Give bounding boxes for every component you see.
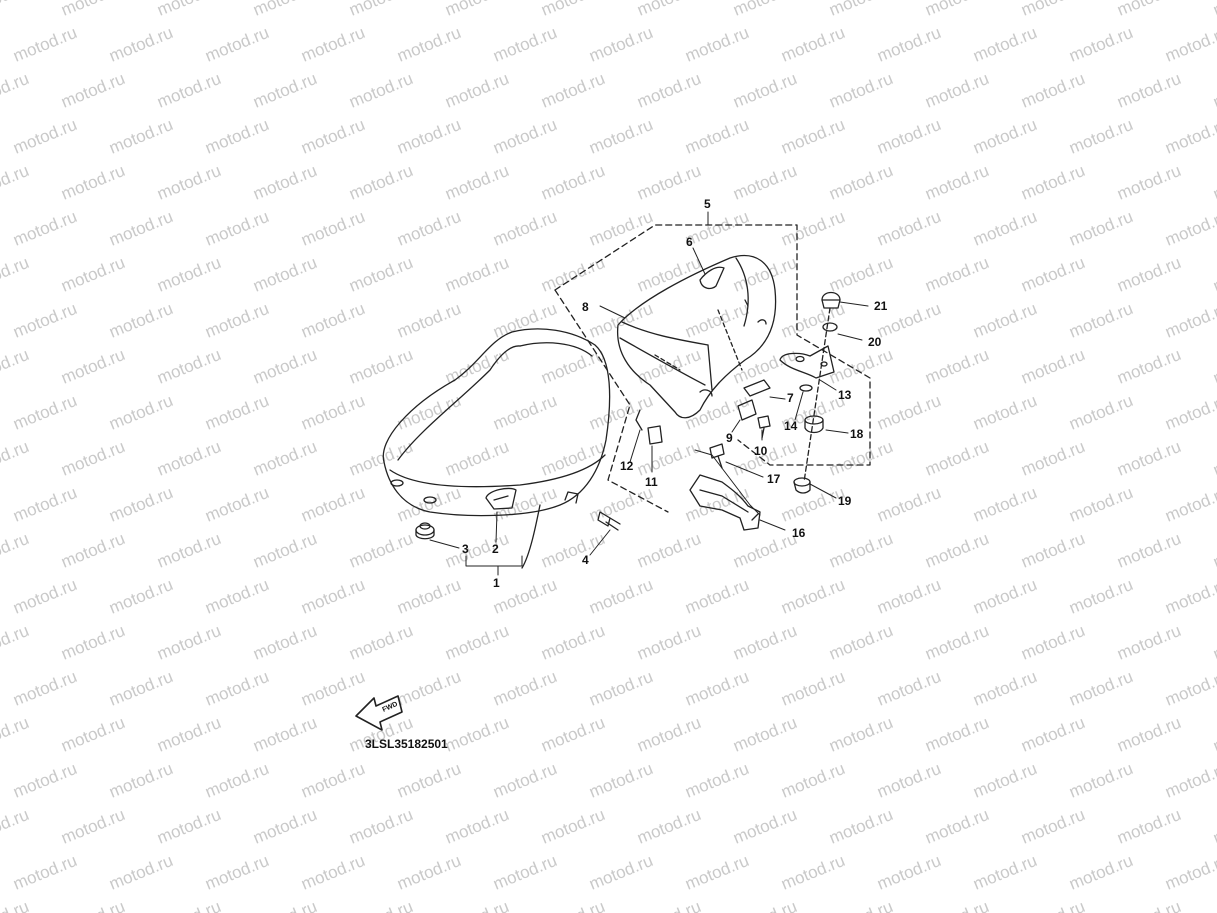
- callout-7: 7: [787, 391, 794, 405]
- bolt-17: [709, 443, 725, 469]
- seat-damper: [415, 522, 435, 540]
- callout-9: 9: [726, 431, 733, 445]
- callout-17: 17: [767, 472, 781, 486]
- rider-seat: [382, 328, 611, 569]
- callout-labels: 1 2 3 4 5 6 7 8 9 10 11 12 13 14 16 17 1…: [462, 197, 888, 590]
- pin: [635, 409, 643, 431]
- callout-1: 1: [493, 576, 500, 590]
- callout-16: 16: [792, 526, 806, 540]
- screw: [757, 415, 771, 439]
- callout-12: 12: [620, 459, 634, 473]
- seat-catch-plate: [485, 487, 517, 510]
- callout-11: 11: [645, 475, 658, 489]
- collar: [793, 477, 811, 494]
- passenger-seat: [616, 254, 777, 419]
- diagram-code: 3LSL35182501: [365, 737, 448, 751]
- seat-bracket: [689, 474, 761, 531]
- washer: [799, 384, 813, 392]
- fwd-arrow-icon: [355, 695, 403, 731]
- bracket: [779, 345, 835, 379]
- emblem: [699, 266, 725, 290]
- callout-5: 5: [704, 197, 711, 211]
- clip: [737, 399, 757, 421]
- callout-20: 20: [868, 335, 882, 349]
- bolt: [597, 511, 621, 531]
- callout-14: 14: [784, 419, 798, 433]
- callout-21: 21: [874, 299, 888, 313]
- callout-8: 8: [582, 300, 589, 314]
- cap-nut: [821, 291, 841, 309]
- callout-4: 4: [582, 553, 589, 567]
- plate: [743, 379, 771, 397]
- passenger-seat-group-outline: [554, 224, 871, 513]
- leader-lines: [429, 211, 869, 576]
- callout-6: 6: [686, 235, 693, 249]
- callout-2: 2: [492, 542, 499, 556]
- nut: [647, 425, 663, 445]
- callout-13: 13: [838, 388, 852, 402]
- watermark-text: motod.ru: [1210, 0, 1217, 20]
- washer-top: [822, 322, 838, 332]
- callout-10: 10: [754, 444, 768, 458]
- callout-19: 19: [838, 494, 852, 508]
- callout-3: 3: [462, 542, 469, 556]
- callout-18: 18: [850, 427, 864, 441]
